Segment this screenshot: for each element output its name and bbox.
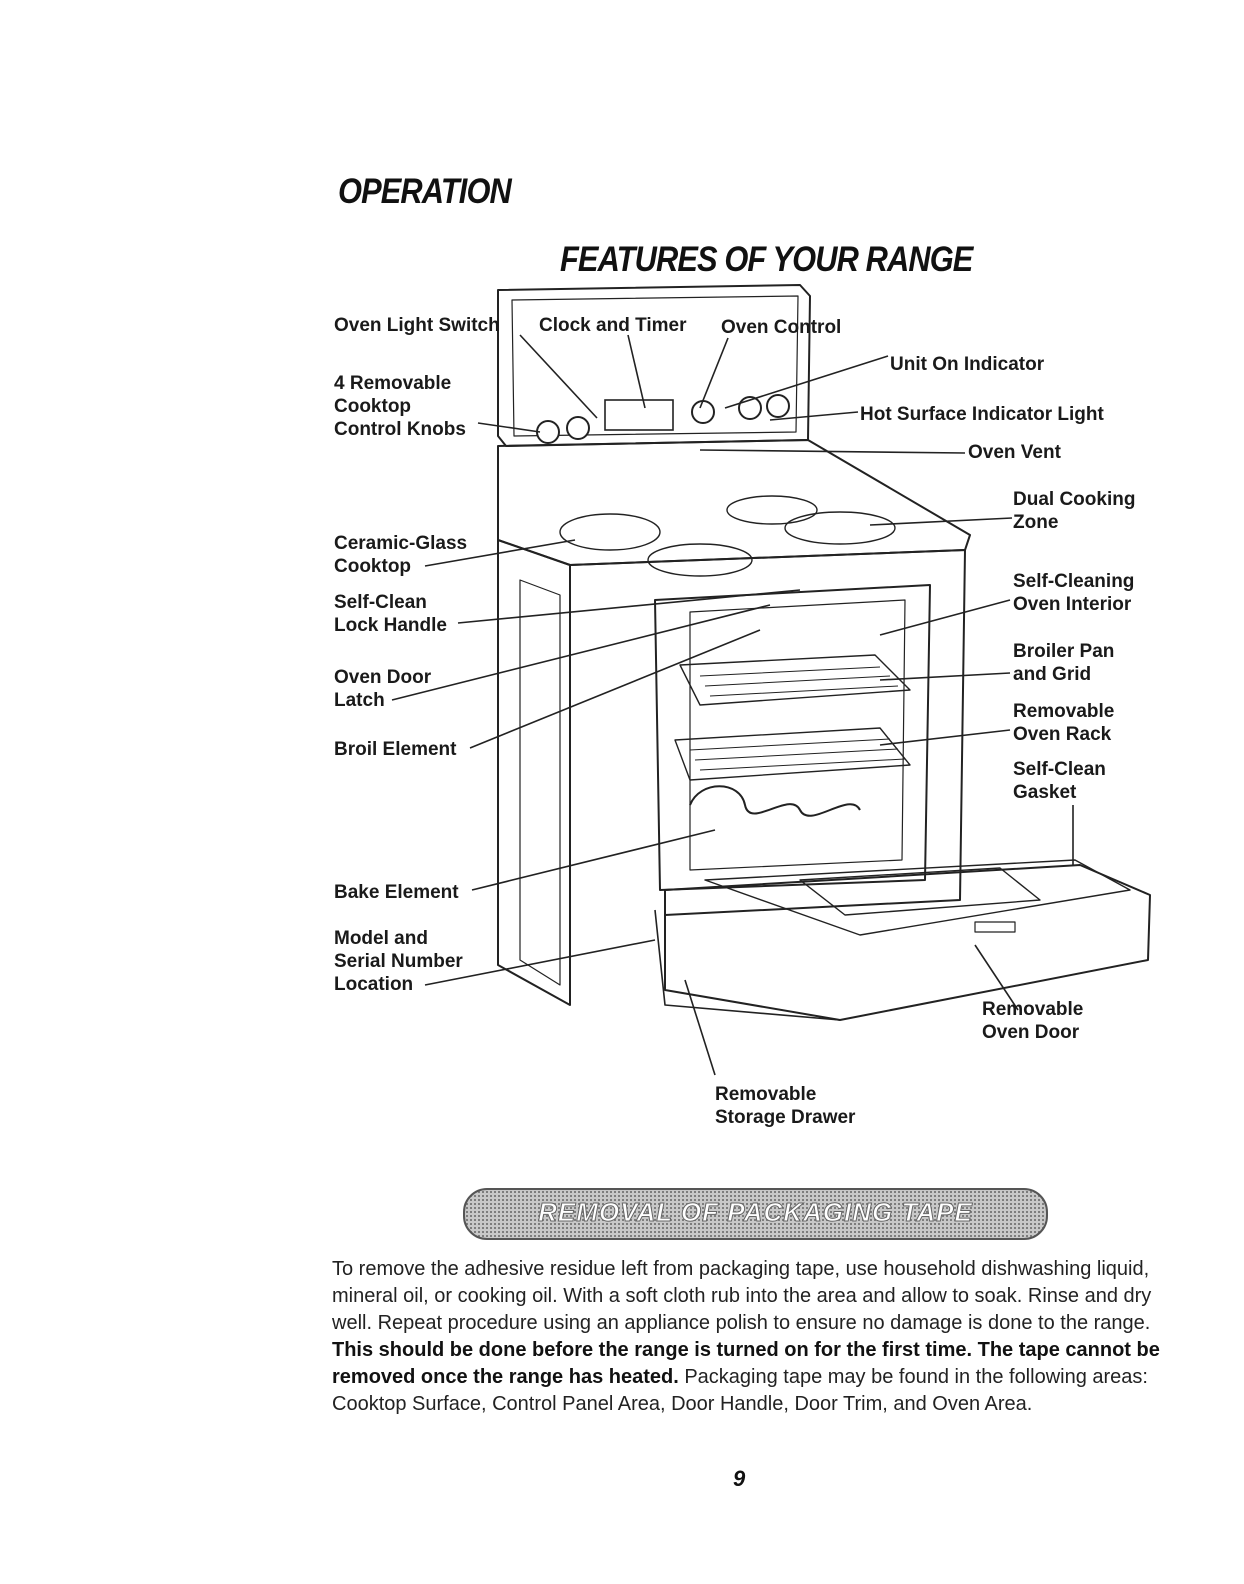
packaging-tape-instructions: To remove the adhesive residue left from… [332,1256,1172,1418]
label-oven-light-switch: Oven Light Switch [334,315,500,336]
label-model-serial-location: Model and Serial Number Location [334,928,463,995]
page-number: 9 [733,1466,746,1491]
leader-oven-rack [879,729,1011,746]
label-removable-oven-rack: Removable Oven Rack [1013,701,1115,745]
leader-unit-on [724,355,889,409]
door-handle [974,921,1016,933]
broiler-pan [679,654,911,706]
knob-oven-control [691,400,715,424]
knob-1 [536,420,560,444]
leader-lock-handle [457,589,801,624]
burner-back-right [726,495,818,525]
label-self-cleaning-oven-interior: Self-Cleaning Oven Interior [1013,571,1135,615]
label-unit-on-indicator: Unit On Indicator [890,354,1045,375]
leader-oven-light [519,334,598,419]
bake-element-shape [689,785,861,817]
label-bake-element: Bake Element [334,882,459,903]
oven-cavity [654,584,931,891]
section-title: OPERATION [338,172,512,211]
clock-display [604,399,674,431]
knob-2 [566,416,590,440]
leader-hot-surface [769,411,859,421]
instructions-outro: Packaging tape may be found in the follo… [332,1366,1148,1415]
label-broiler-pan-and-grid: Broiler Pan and Grid [1013,641,1115,685]
leader-door-latch [391,604,771,701]
label-clock-and-timer: Clock and Timer [539,315,687,336]
storage-drawer [654,909,841,1021]
packaging-tape-banner: REMOVAL OF PACKAGING TAPE [463,1188,1048,1240]
knob-4 [766,394,790,418]
burner-front-left [647,543,753,577]
leader-dual-zone [869,517,1013,526]
leader-oven-control [699,337,729,409]
burner-front-right [784,511,896,545]
leader-clock [627,334,646,409]
label-oven-vent: Oven Vent [968,442,1061,463]
leader-drawer [684,979,716,1076]
page-heading: FEATURES OF YOUR RANGE [560,240,973,279]
instructions-warning: This should be done before the range is … [332,1339,1160,1388]
banner-title: REMOVAL OF PACKAGING TAPE [538,1197,973,1228]
label-self-clean-lock-handle: Self-Clean Lock Handle [334,592,447,636]
label-broil-element: Broil Element [334,739,457,760]
label-removable-oven-door: Removable Oven Door [982,999,1084,1043]
label-removable-storage-drawer: Removable Storage Drawer [715,1084,856,1128]
instructions-intro: To remove the adhesive residue left from… [332,1258,1152,1334]
leader-bake [471,829,716,891]
label-cooktop-knobs: 4 Removable Cooktop Control Knobs [334,373,466,440]
leader-model [424,939,656,986]
oven-rack [674,727,911,781]
leader-ceramic [424,539,576,567]
label-hot-surface-indicator: Hot Surface Indicator Light [860,404,1104,425]
label-ceramic-glass-cooktop: Ceramic-Glass Cooktop [334,533,468,577]
leader-oven-vent [699,449,966,454]
leader-broiler-pan [879,672,1011,681]
door-window [799,867,1041,916]
leader-knobs [477,422,541,433]
oven-door [664,864,1151,1021]
label-oven-door-latch: Oven Door Latch [334,667,432,711]
leader-removable-door [974,944,1019,1011]
leader-self-clean-interior [879,599,1011,636]
label-oven-control: Oven Control [721,317,842,338]
burner-back-left [559,513,661,551]
label-self-clean-gasket: Self-Clean Gasket [1013,759,1106,803]
leader-broil [469,629,761,749]
label-dual-cooking-zone: Dual Cooking Zone [1013,489,1136,533]
range-body [497,539,571,1006]
